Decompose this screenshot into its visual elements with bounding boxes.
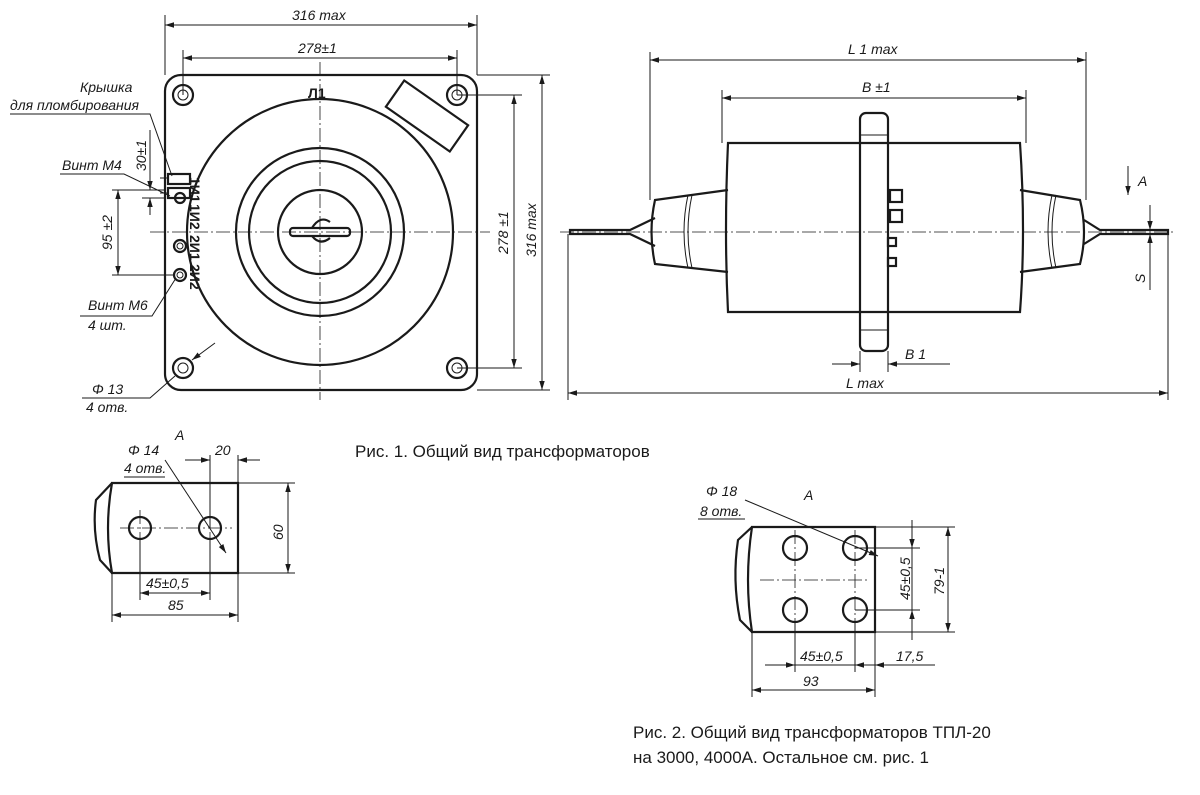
terminal-2i2: 2И2 [187, 264, 203, 290]
nameplate [384, 78, 470, 154]
fig2-caption-line1: Рис. 2. Общий вид трансформаторов ТПЛ-20 [633, 723, 991, 742]
dim-l-max: L max [846, 375, 885, 391]
fig2-d79: 79-1 [931, 567, 947, 595]
terminal-2i1: 2И1 [187, 235, 203, 261]
dim-hole-spacing-w: 278±1 [297, 40, 337, 56]
base-plate [163, 73, 479, 392]
dim-b: B ±1 [862, 79, 891, 95]
detail-a-d45: 45±0,5 [146, 575, 189, 591]
detail-a-d85: 85 [168, 597, 184, 613]
view-a-marker: A [1137, 173, 1147, 189]
label-hole-d13: Φ 13 [92, 381, 123, 397]
fig1-caption: Рис. 1. Общий вид трансформаторов [355, 442, 650, 461]
fig2-caption-line2: на 3000, 4000А. Остальное см. рис. 1 [633, 748, 929, 767]
fig2-d45h: 45±0,5 [800, 648, 843, 664]
terminal-1i1: 1И1 [187, 177, 203, 203]
label-screw-m4: Винт М4 [62, 157, 122, 173]
detail-a-d20: 20 [214, 442, 231, 458]
fig2-d93: 93 [803, 673, 819, 689]
dim-l1-max: L 1 max [848, 41, 899, 57]
side-view: L 1 max B ±1 B 1 L max S A [560, 41, 1175, 400]
front-view: Л1 1И1 1И2 2И1 2И2 316 max 2 [10, 7, 550, 415]
dim-hole-spacing-h: 278 ±1 [495, 211, 511, 255]
terminal-l1-label: Л1 [308, 85, 326, 101]
dim-width-max: 316 max [292, 7, 347, 23]
fig2-d175: 17,5 [896, 648, 923, 664]
side-flange [858, 111, 890, 353]
label-screw-m6-qty: 4 шт. [88, 317, 127, 333]
dim-height-max: 316 max [523, 202, 539, 257]
label-cover-2: для пломбирования [10, 97, 139, 113]
fig2-hole-qty: 8 отв. [700, 503, 742, 519]
side-body [724, 141, 1025, 314]
label-screw-m6: Винт М6 [88, 297, 148, 313]
detail-a: A 60 20 45±0,5 85 Φ 14 4 отв. [93, 427, 295, 622]
fig2-hole-d: Φ 18 [706, 483, 737, 499]
dim-b1: B 1 [905, 346, 926, 362]
fig2-d45v: 45±0,5 [897, 557, 913, 600]
detail-a-hole-qty: 4 отв. [124, 460, 166, 476]
dim-s: S [1132, 273, 1148, 283]
label-cover-1: Крышка [80, 79, 133, 95]
detail-a-d60: 60 [270, 524, 286, 540]
detail-a-hole-d: Φ 14 [128, 442, 159, 458]
fig2-detail: A 45±0,5 79-1 45±0,5 17,5 93 [698, 483, 955, 697]
dim-95: 95 ±2 [99, 215, 115, 250]
terminal-1i2: 1И2 [187, 204, 203, 230]
dim-30: 30±1 [133, 140, 149, 171]
detail-a-view: A [174, 427, 184, 443]
label-hole-qty: 4 отв. [86, 399, 128, 415]
fig2-view: A [803, 487, 813, 503]
